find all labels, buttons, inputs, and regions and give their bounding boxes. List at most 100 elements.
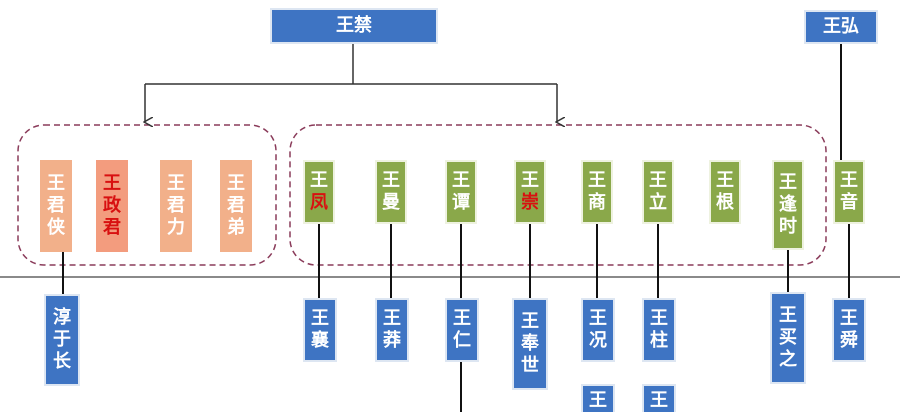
root-wang-jin: 王禁 [270,8,438,44]
name-char: 莽 [383,330,401,351]
name-char: 柱 [650,330,668,351]
name-char: 崇 [521,192,539,213]
name-char: 况 [589,330,607,351]
name-char: 王 [779,172,797,193]
name-char: 买 [779,327,797,348]
name-char: 立 [649,192,667,213]
name-char: 君 [47,195,65,216]
name-char: 王 [310,170,328,191]
root-wang-hong-label: 王弘 [823,16,859,37]
name-char: 王 [588,170,606,191]
name-char: 于 [53,329,71,350]
name-char: 舜 [840,330,858,351]
descendant-box: 王舜 [832,298,866,362]
name-text: 王柱 [650,308,668,352]
name-char: 王 [589,308,607,329]
name-text: 王襄 [311,308,329,352]
son-box: 王立 [642,160,674,224]
name-text: 王君弟 [227,173,245,239]
son-box: 王逢时 [772,160,804,250]
name-text: 王奉世 [521,311,539,377]
name-char: 仁 [453,330,471,351]
son-box: 王谭 [445,160,477,224]
name-char: 君 [227,195,245,216]
name-char: 淳 [53,307,71,328]
descendant-box: 王仁 [445,298,479,362]
son-box: 王根 [709,160,741,224]
name-char: 逢 [779,194,797,215]
name-char: 王 [649,170,667,191]
name-char: 王 [167,173,185,194]
descendant-box: 王柱 [642,298,676,362]
name-char: 王 [103,173,121,194]
name-char: 王 [779,305,797,326]
name-char: 君 [167,195,185,216]
name-char: 之 [779,349,797,370]
son-box: 王商 [581,160,613,224]
name-text: 王仁 [453,308,471,352]
name-text: 王崇 [521,170,539,214]
name-text: 王况 [589,308,607,352]
name-char: 弟 [227,217,245,238]
name-char: 王 [382,170,400,191]
name-char: 音 [840,192,858,213]
name-text: 王君力 [167,173,185,239]
name-text: 王买之 [779,305,797,371]
name-char: 长 [53,351,71,372]
descendant-box: 王况 [581,298,615,362]
root-wang-hong: 王弘 [804,10,878,44]
descendant-box: 淳于长 [44,294,80,386]
name-char: 王 [311,308,329,329]
name-text: 王商 [588,170,606,214]
name-text: 王立 [649,170,667,214]
root-wang-jin-label: 王禁 [336,15,372,36]
name-text: 王曼 [382,170,400,214]
name-text: 王谭 [452,170,470,214]
name-text: 王君侠 [47,173,65,239]
name-char: 侠 [47,217,65,238]
partial-descendant-box: 王 [642,384,676,412]
name-char: 凤 [310,192,328,213]
name-char: 襄 [311,330,329,351]
daughter-box: 王君力 [160,160,192,252]
name-char: 王 [716,170,734,191]
name-char: 王 [840,308,858,329]
sons-group-outline [289,124,827,266]
name-text: 淳于长 [53,307,71,373]
partial-descendant-label: 王 [650,390,668,411]
name-char: 王 [521,311,539,332]
name-char: 商 [588,192,606,213]
partial-descendant-label: 王 [589,390,607,411]
name-char: 王 [521,170,539,191]
name-text: 王音 [840,170,858,214]
descendant-box: 王奉世 [512,298,548,390]
name-char: 谭 [452,192,470,213]
son-box: 王曼 [375,160,407,224]
daughter-box: 王君弟 [220,160,252,252]
daughter-box: 王政君 [96,160,128,252]
name-char: 奉 [521,333,539,354]
daughter-box: 王君侠 [40,160,72,252]
name-char: 政 [103,195,121,216]
name-char: 时 [779,216,797,237]
son-box: 王凤 [303,160,335,224]
name-char: 根 [716,192,734,213]
partial-descendant-box: 王 [581,384,615,412]
name-text: 王舜 [840,308,858,352]
name-char: 王 [452,170,470,191]
wang-yin-box: 王音 [833,160,865,224]
name-text: 王凤 [310,170,328,214]
name-char: 曼 [382,192,400,213]
name-text: 王根 [716,170,734,214]
name-char: 君 [103,217,121,238]
son-box: 王崇 [514,160,546,224]
name-char: 王 [453,308,471,329]
name-char: 世 [521,355,539,376]
descendant-box: 王买之 [770,292,806,384]
name-text: 王政君 [103,173,121,239]
name-text: 王莽 [383,308,401,352]
name-char: 王 [840,170,858,191]
name-text: 王逢时 [779,172,797,238]
